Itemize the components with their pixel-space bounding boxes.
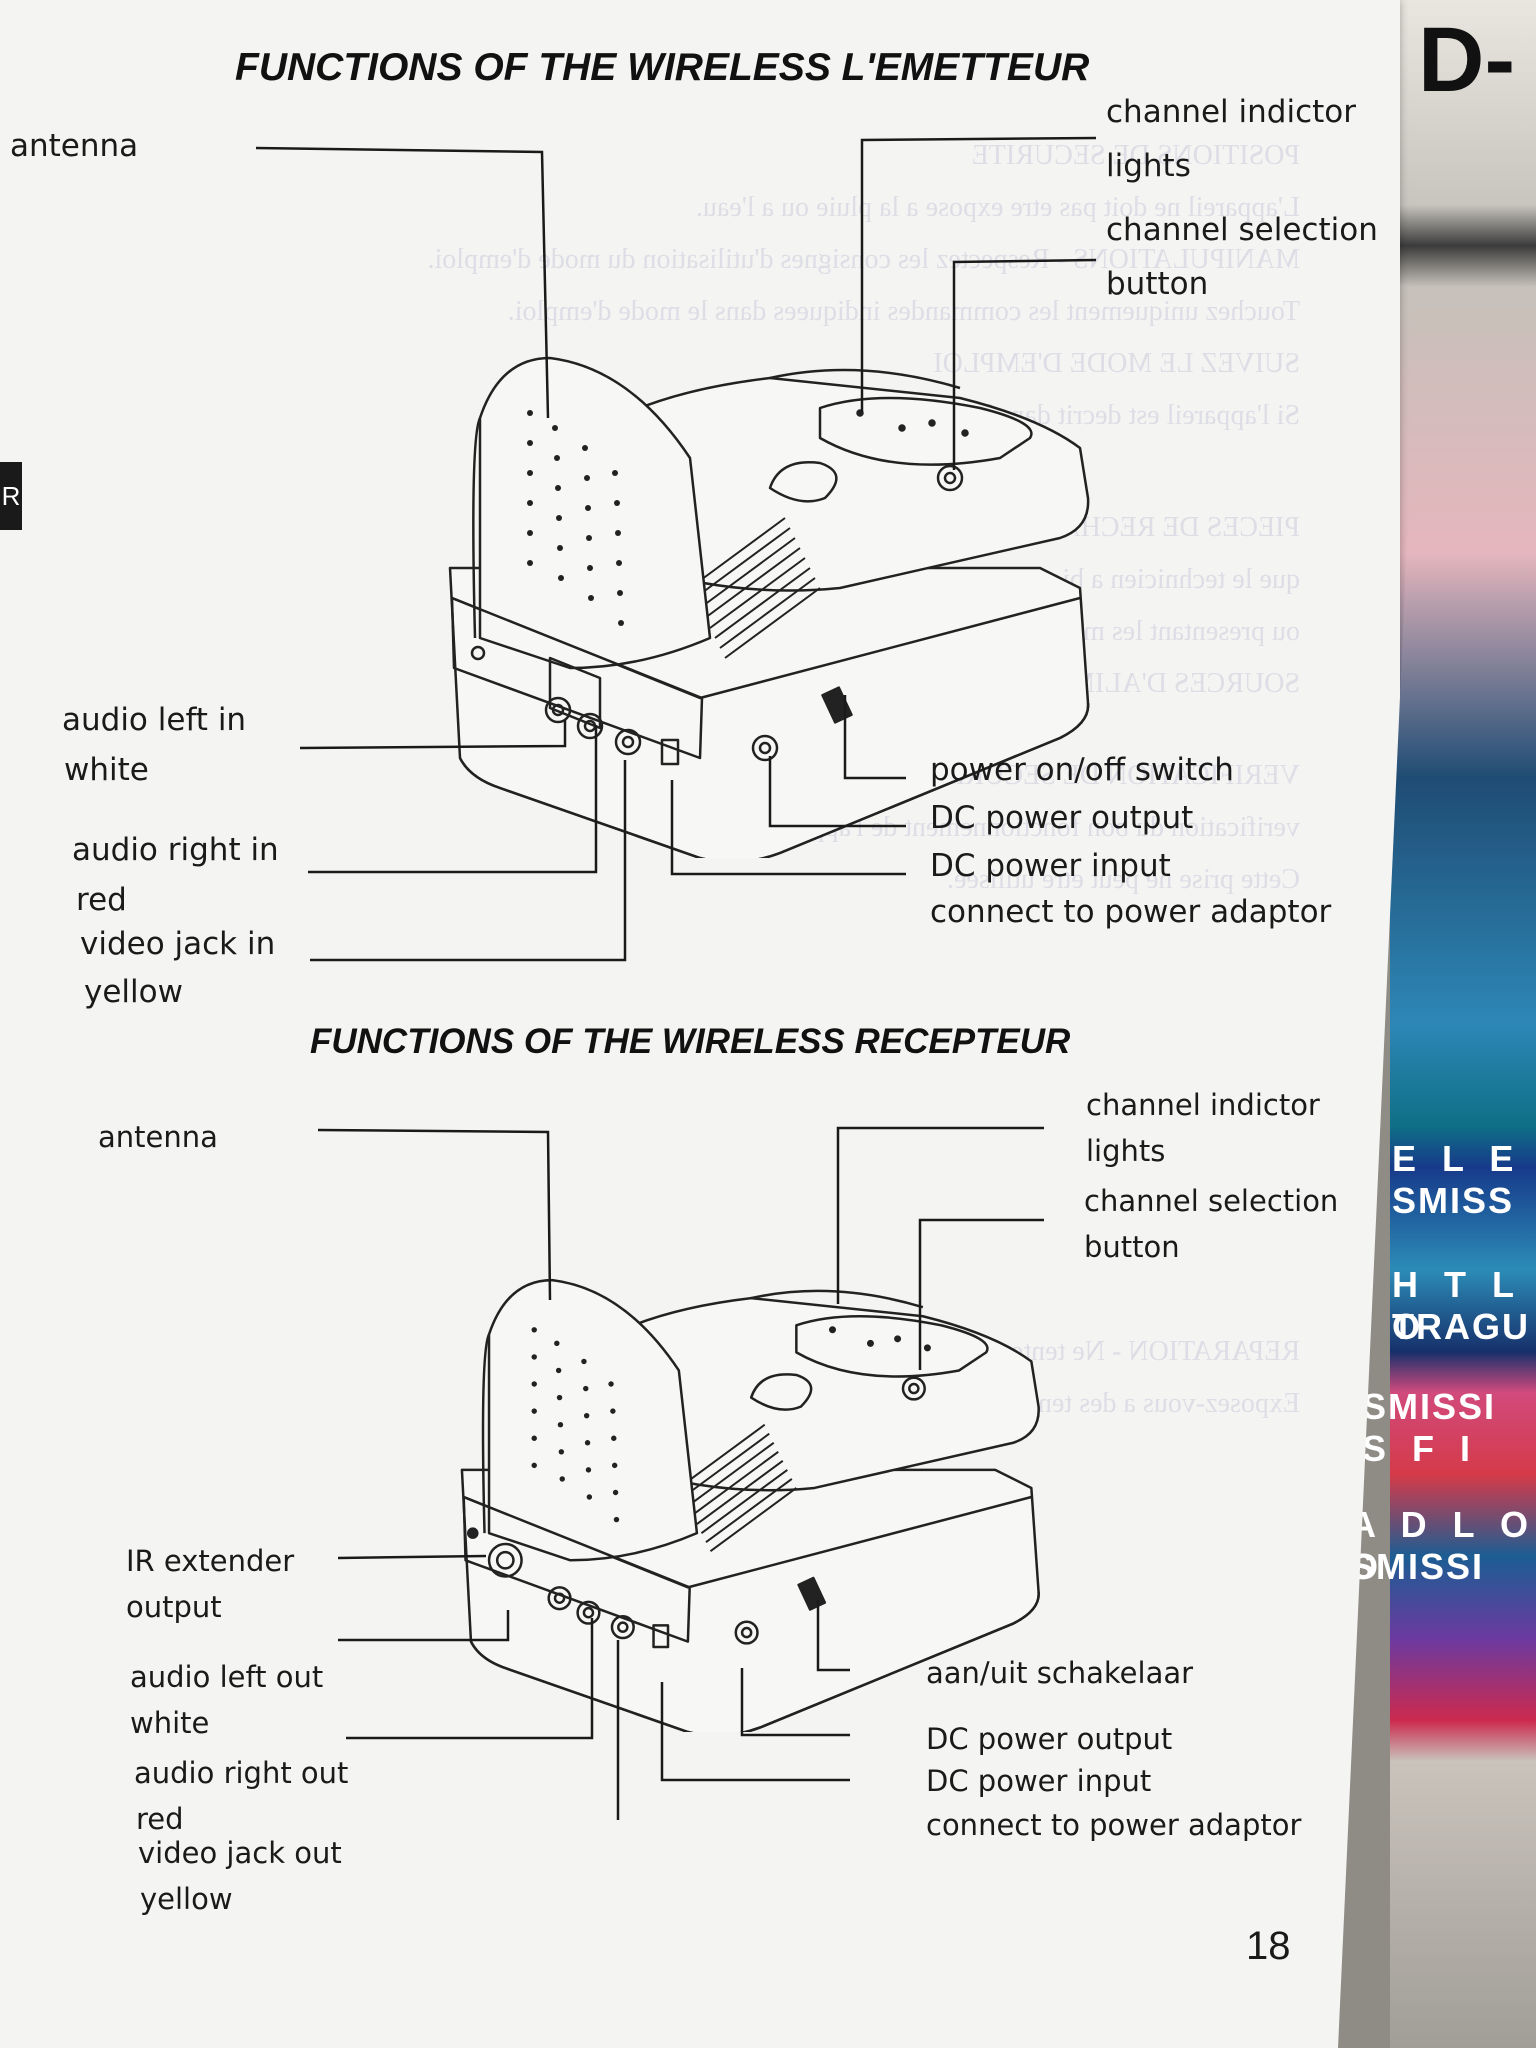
transmitter-label-button: button <box>1106 266 1209 302</box>
transmitter-label-lights: lights <box>1106 148 1191 184</box>
receiver-label-yellow: yellow <box>140 1882 233 1916</box>
transmitter-leader-lines <box>250 120 1350 1000</box>
section-tab: R <box>0 462 22 530</box>
background-booklet-cover <box>1390 0 1536 2048</box>
receiver-label-audio-left-out: audio left out <box>130 1660 324 1694</box>
transmitter-label-connect-adaptor: connect to power adaptor <box>930 894 1332 930</box>
transmitter-label-yellow: yellow <box>84 974 183 1010</box>
transmitter-diagram <box>440 338 1536 858</box>
receiver-label-dc-power-input: DC power input <box>926 1764 1152 1798</box>
receiver-label-power-switch: aan/uit schakelaar <box>926 1656 1194 1690</box>
receiver-label-ir-extender: IR extender <box>126 1544 295 1578</box>
receiver-label-lights: lights <box>1086 1134 1166 1168</box>
receiver-diagram <box>450 1262 1450 1732</box>
receiver-label-channel-indictor: channel indictor <box>1086 1088 1320 1122</box>
cover-word: SMISSI <box>1362 1386 1497 1427</box>
cover-word: TRAGU <box>1392 1306 1530 1347</box>
transmitter-label-dc-power-input: DC power input <box>930 848 1171 884</box>
transmitter-label-audio-right-in: audio right in <box>72 832 279 868</box>
manual-page: POSITIONS DE SECURITE L'appareil ne doit… <box>0 0 1400 2048</box>
receiver-leader-lines <box>250 1100 1350 1820</box>
receiver-label-antenna: antenna <box>98 1120 218 1154</box>
cover-word: SMISSI <box>1350 1546 1485 1587</box>
transmitter-label-red: red <box>76 882 127 918</box>
receiver-label-button: button <box>1084 1230 1180 1264</box>
receiver-label-white: white <box>130 1706 210 1740</box>
cover-title-fragment: D- <box>1418 9 1516 111</box>
transmitter-label-antenna: antenna <box>10 128 139 164</box>
cover-word: SMISS <box>1392 1180 1515 1221</box>
page-number: 18 <box>1246 1924 1291 1968</box>
receiver-label-channel-selection: channel selection <box>1084 1184 1339 1218</box>
transmitter-label-video-jack-in: video jack in <box>80 926 276 962</box>
cover-word: H T L O <box>1392 1264 1522 1347</box>
receiver-label-red: red <box>136 1802 184 1836</box>
cover-word: S F I <box>1362 1428 1479 1469</box>
receiver-label-output: output <box>126 1590 222 1624</box>
transmitter-label-dc-power-output: DC power output <box>930 800 1194 836</box>
receiver-label-video-jack-out: video jack out <box>138 1836 342 1870</box>
cover-word: E L E <box>1392 1138 1522 1179</box>
transmitter-label-channel-selection: channel selection <box>1106 212 1378 248</box>
receiver-label-connect-adaptor: connect to power adaptor <box>926 1808 1302 1842</box>
transmitter-label-power-switch: power on/off switch <box>930 752 1234 788</box>
transmitter-label-channel-indictor: channel indictor <box>1106 94 1356 130</box>
receiver-label-dc-power-output: DC power output <box>926 1722 1173 1756</box>
transmitter-heading: FUNCTIONS OF THE WIRELESS L'EMETTEUR <box>235 46 1090 89</box>
receiver-heading: FUNCTIONS OF THE WIRELESS RECEPTEUR <box>310 1022 1071 1061</box>
transmitter-label-white: white <box>64 752 149 788</box>
receiver-label-audio-right-out: audio right out <box>134 1756 349 1790</box>
transmitter-label-audio-left-in: audio left in <box>62 702 247 738</box>
